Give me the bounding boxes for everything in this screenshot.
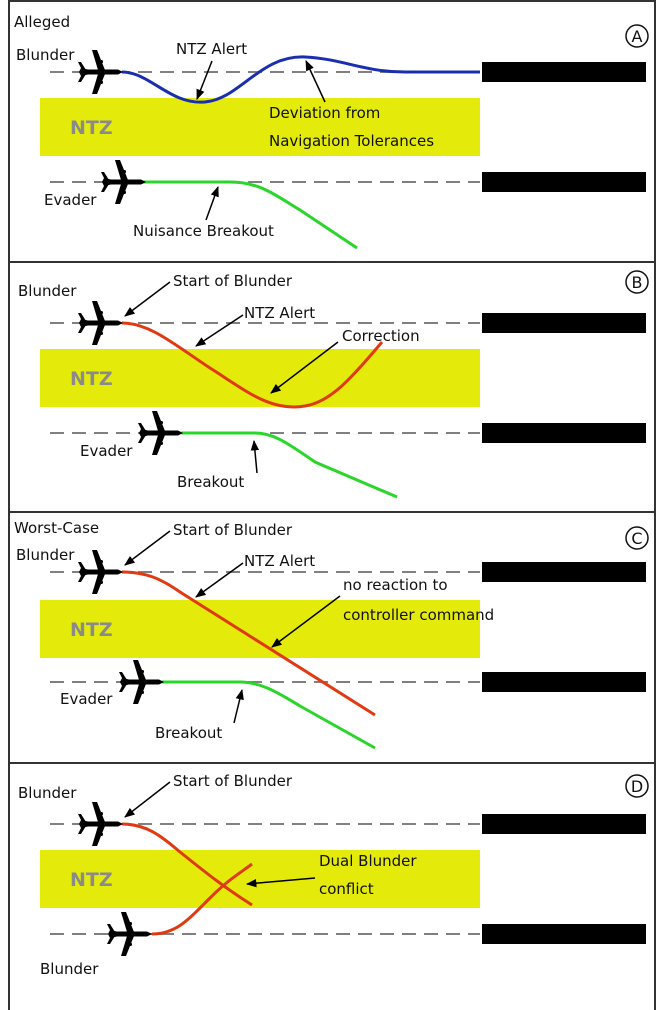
panel-badge-letter: A (632, 27, 643, 46)
runway-block (482, 313, 646, 333)
airplane-icon (78, 802, 123, 846)
ntz-label: NTZ (70, 117, 113, 139)
ntz-zone (40, 850, 480, 908)
blunder-track (121, 570, 376, 717)
blunder-track-upper (121, 822, 253, 907)
panel-frame (8, 762, 656, 1010)
evader-track (143, 180, 358, 250)
upper-aircraft-label: Blunder (18, 282, 77, 300)
lower-aircraft-label: Evader (44, 191, 97, 209)
callout-arrow (233, 688, 244, 724)
upper-aircraft-label: Blunder (16, 546, 75, 564)
callout-arrow (124, 530, 171, 566)
panel-badge-letter: B (632, 273, 643, 292)
callout-arrow (124, 281, 171, 317)
panel-badge-letter: D (631, 777, 643, 796)
callout-arrow (205, 186, 219, 221)
ntz-zone (40, 600, 480, 658)
runway-block (482, 924, 646, 944)
airplane-icon (101, 160, 146, 204)
panel-b: NTZ Blunder Evader Start of Blunder NTZ … (8, 261, 656, 513)
start-of-blunder-label: Start of Blunder (173, 272, 293, 290)
panel-c: NTZ Worst-Case Blunder Evader Start of B… (8, 511, 656, 764)
callout-arrow (195, 562, 244, 598)
upper-aircraft-label: Blunder (18, 784, 77, 802)
ntz-alert-label: NTZ Alert (244, 552, 315, 570)
panel-badge (625, 24, 649, 48)
no-reaction-annotation: no reaction to (343, 576, 448, 594)
upper-aircraft-label: Worst-Case (14, 519, 99, 537)
panel-a: NTZ Alleged Blunder Evader NTZ Alert Dev… (8, 0, 656, 263)
ntz-label: NTZ (70, 368, 113, 390)
callout-arrow (195, 314, 244, 347)
callout-arrow (270, 341, 339, 394)
upper-aircraft-label: Blunder (16, 46, 75, 64)
callout-arrow (124, 781, 171, 818)
dual-blunder-annotation: conflict (319, 880, 374, 898)
breakout-label: Breakout (155, 724, 222, 742)
runway-block (482, 172, 646, 192)
callout-arrow (250, 439, 260, 474)
airplane-icon (78, 301, 123, 345)
runway-block (482, 672, 646, 692)
correction-label: Correction (342, 327, 420, 345)
deviation-annotation: Deviation from (269, 104, 380, 122)
airplane-icon (119, 660, 164, 704)
breakout-label: Breakout (177, 473, 244, 491)
runway-block (482, 562, 646, 582)
no-reaction-annotation: controller command (343, 606, 494, 624)
lower-aircraft-label: Blunder (40, 960, 99, 978)
ntz-alert-label: NTZ Alert (244, 304, 315, 322)
callout-arrow (196, 60, 213, 100)
breakout-label: Nuisance Breakout (133, 222, 274, 240)
airplane-icon (107, 912, 152, 956)
deviation-annotation: Navigation Tolerances (269, 132, 434, 150)
start-of-blunder-label: Start of Blunder (173, 772, 293, 790)
start-of-blunder-label: Start of Blunder (173, 521, 293, 539)
ntz-label: NTZ (70, 619, 113, 641)
airplane-icon (138, 411, 183, 455)
blunder-track-lower (151, 862, 253, 936)
lower-aircraft-label: Evader (60, 690, 113, 708)
panel-badge (625, 774, 649, 798)
panel-badge (625, 270, 649, 294)
runway-block (482, 423, 646, 443)
dual-blunder-annotation: Dual Blunder (319, 852, 417, 870)
ntz-label: NTZ (70, 869, 113, 891)
ntz-zone (40, 98, 480, 156)
callout-arrow (305, 60, 326, 103)
lower-aircraft-label: Evader (80, 442, 133, 460)
runway-block (482, 814, 646, 834)
airplane-icon (78, 50, 123, 94)
ntz-alert-label: NTZ Alert (176, 40, 247, 58)
callout-arrow (271, 595, 341, 648)
panel-d: NTZ Blunder Blunder Start of Blunder Dua… (8, 762, 656, 1010)
panel-badge (625, 526, 649, 550)
panel-badge-letter: C (631, 529, 642, 548)
evader-track (181, 431, 398, 499)
airplane-icon (78, 550, 123, 594)
runway-block (482, 62, 646, 82)
blunder-track (121, 321, 384, 409)
alleged-blunder-track (121, 55, 480, 104)
callout-arrow (245, 877, 316, 888)
evader-track (162, 680, 376, 750)
upper-aircraft-label: Alleged (14, 13, 70, 31)
